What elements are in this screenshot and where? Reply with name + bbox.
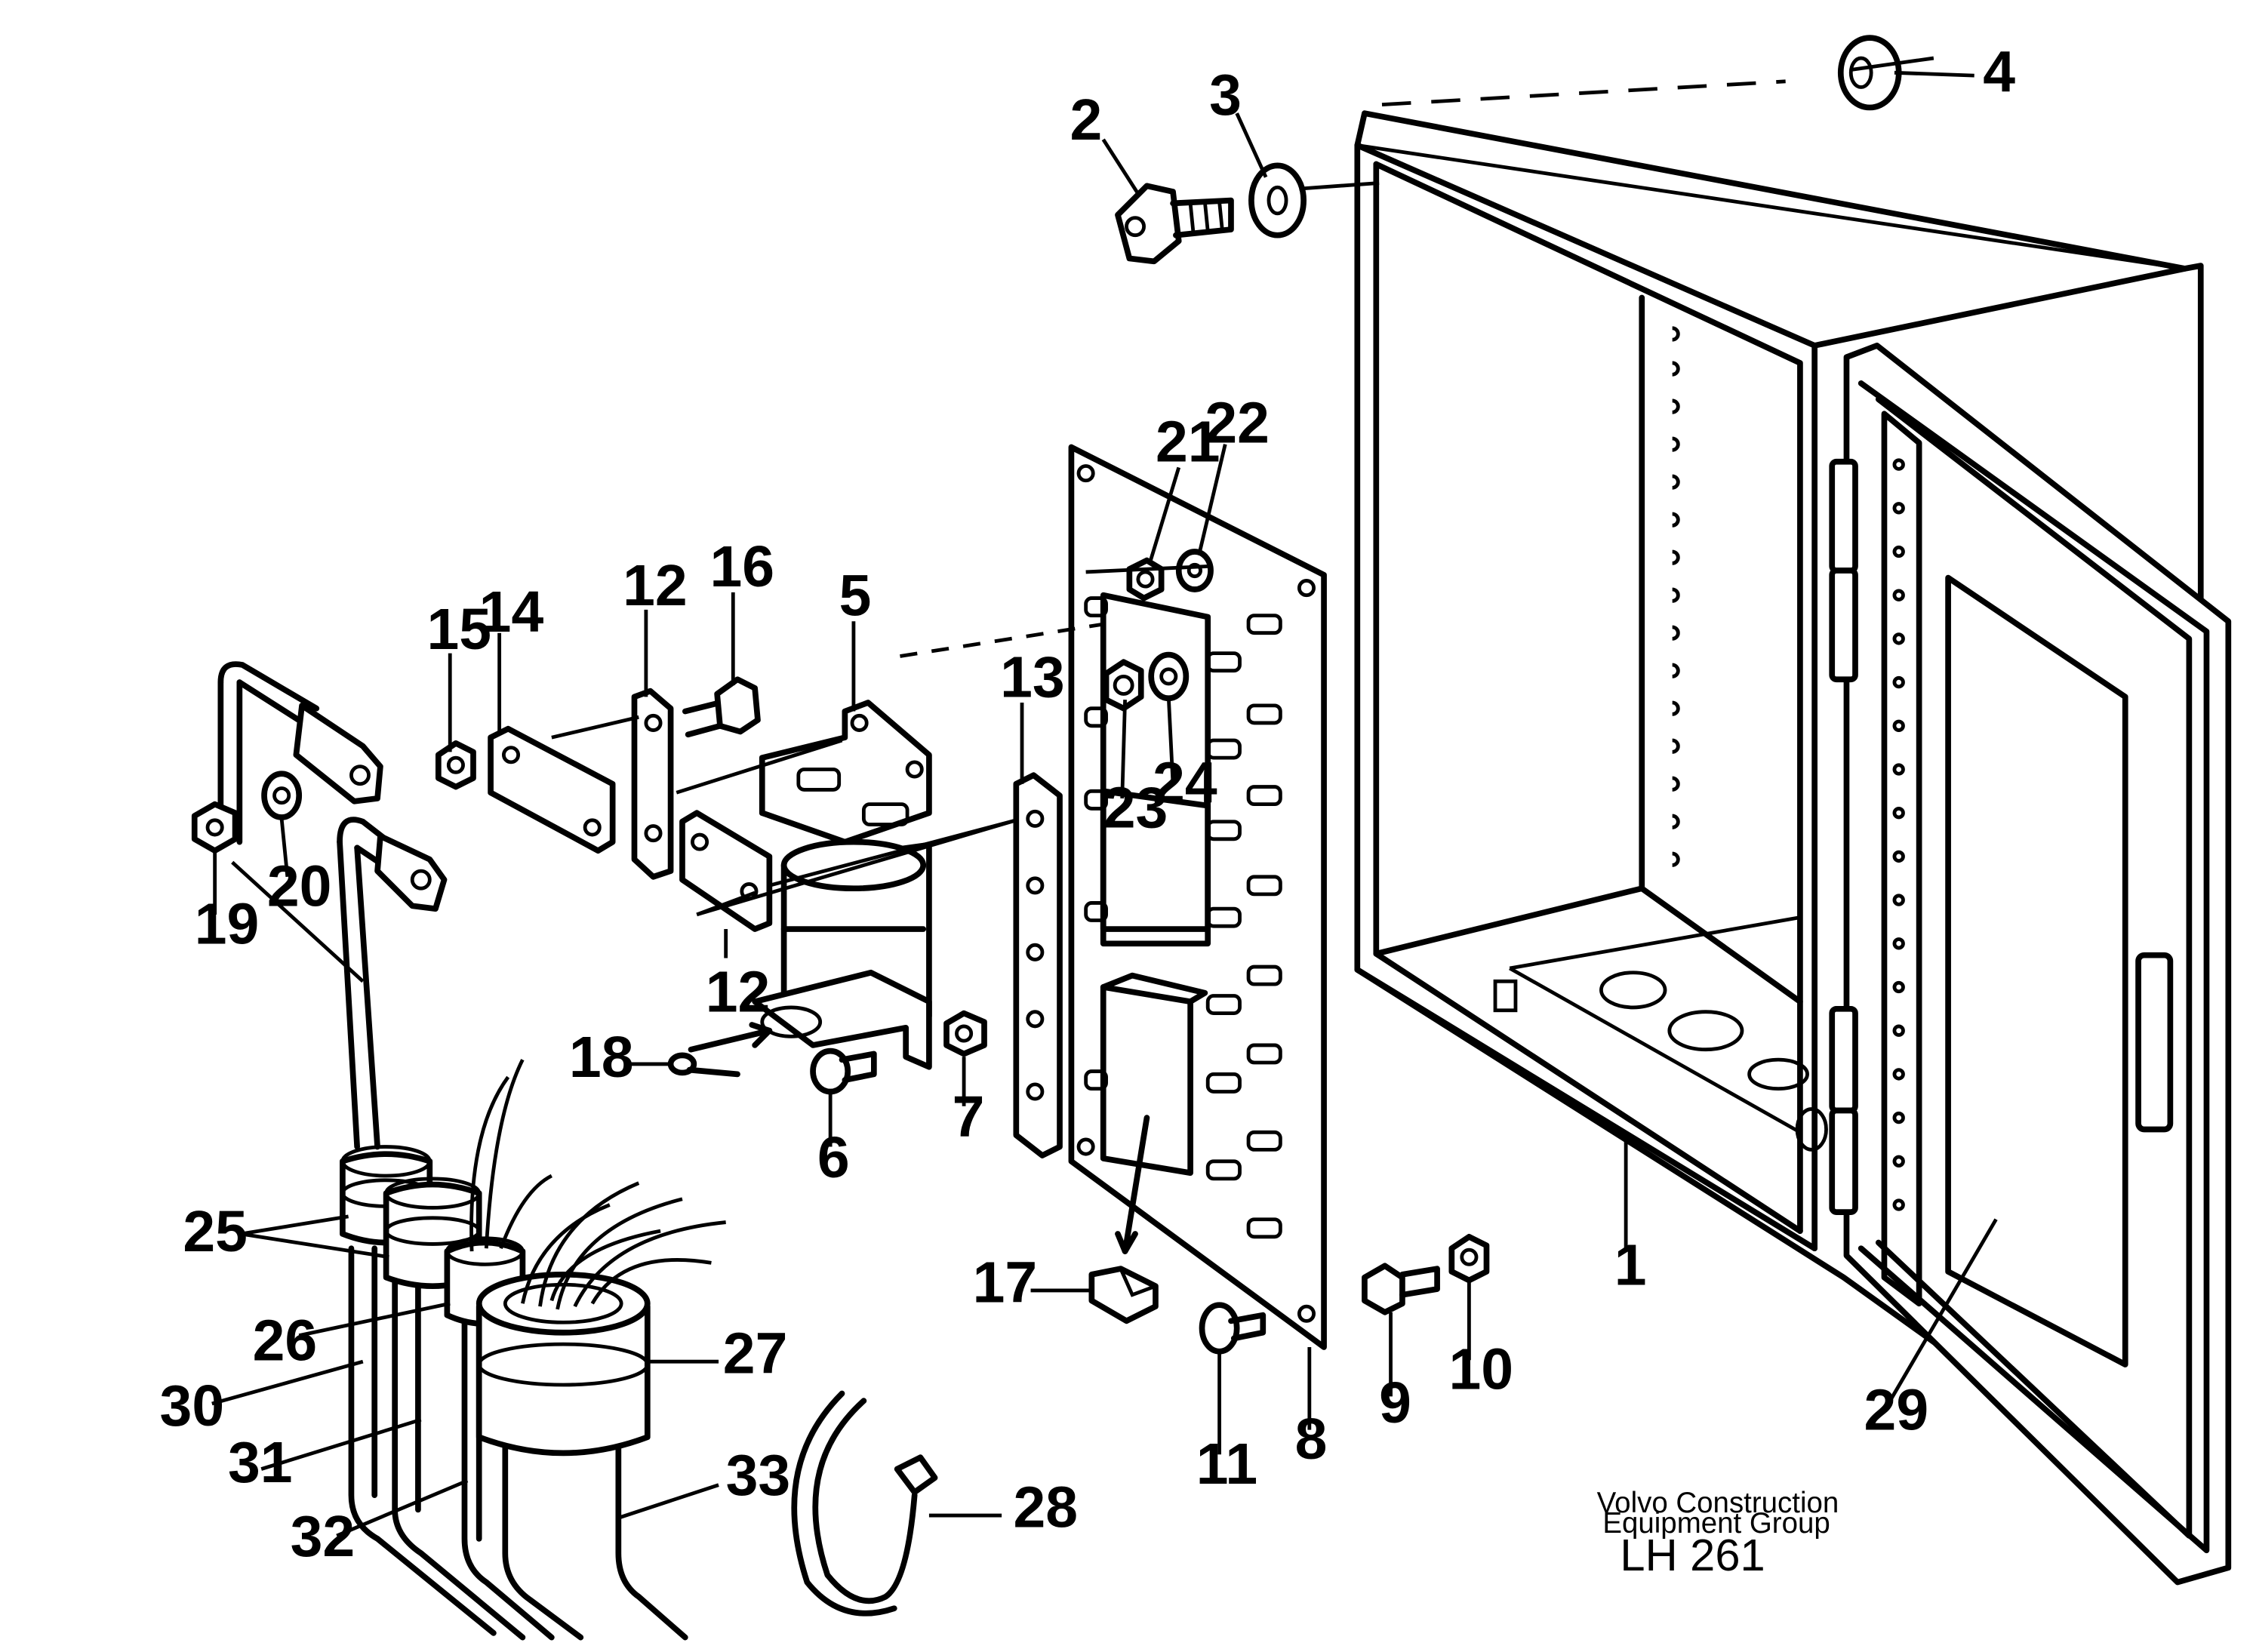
- callout-8: 8: [1295, 1407, 1328, 1472]
- callout-7: 7: [953, 1084, 985, 1149]
- callout-6: 6: [817, 1125, 850, 1190]
- cable-lug-upper: [217, 661, 383, 845]
- nut-10: [1448, 1233, 1490, 1284]
- drawing-code: LH 261: [1620, 1530, 1765, 1580]
- callout-9: 9: [1379, 1371, 1411, 1435]
- callout-12-lower: 12: [706, 960, 771, 1025]
- callout-11: 11: [1196, 1432, 1257, 1497]
- gland-27: [476, 1271, 651, 1457]
- callout-18: 18: [569, 1025, 634, 1090]
- door-hinges: [1829, 458, 1858, 1215]
- company-line-1: Volvo Construction: [1597, 1487, 1839, 1519]
- spacer-9: [1362, 1263, 1440, 1315]
- wire-bundle: [469, 1059, 726, 1310]
- callout-19: 19: [195, 891, 260, 956]
- callout-31: 31: [228, 1430, 293, 1495]
- callout-14: 14: [479, 580, 544, 644]
- callout-27: 27: [723, 1321, 788, 1386]
- callout-15: 15: [426, 597, 491, 662]
- callout-24: 24: [1153, 751, 1217, 816]
- callout-10: 10: [1448, 1337, 1513, 1402]
- cabinet-door: [1829, 343, 2232, 1586]
- door-holes: [1892, 458, 1905, 1211]
- callout-4: 4: [1983, 39, 2015, 104]
- nut-21: [1126, 557, 1165, 601]
- callout-21: 21: [1156, 410, 1220, 475]
- drawing-footer: Volvo Construction Equipment Group LH 26…: [1597, 1487, 1839, 1580]
- callout-33: 33: [726, 1443, 791, 1508]
- nut-19: [191, 801, 239, 854]
- callout-16: 16: [710, 534, 775, 599]
- leader-lines: [211, 56, 1998, 1538]
- callout-28: 28: [1013, 1475, 1078, 1540]
- callout-23: 23: [1103, 775, 1168, 840]
- washer-20: [261, 771, 303, 820]
- cable-lug-lower: [337, 817, 448, 1150]
- screw-6: [810, 1047, 877, 1095]
- callout-25: 25: [183, 1199, 248, 1264]
- callout-26: 26: [253, 1308, 318, 1373]
- link-bar-13: [1013, 772, 1063, 1158]
- callout-20: 20: [267, 854, 332, 918]
- callout-2: 2: [1070, 88, 1102, 152]
- washer-4: [1837, 35, 1902, 111]
- conduit-33: [502, 1390, 688, 1641]
- callouts: 1 2 3 4 5 6 7 8 9 10 11 12 12 13 14 15 1…: [160, 39, 2016, 1569]
- cabinet-floor-holes: [1493, 971, 1828, 1152]
- nut-15: [435, 740, 476, 790]
- link-bar-14: [488, 725, 616, 854]
- company-line-2: Equipment Group: [1602, 1507, 1830, 1540]
- callout-3: 3: [1209, 63, 1242, 128]
- bolt-16: [682, 676, 761, 738]
- callout-13: 13: [1000, 644, 1065, 709]
- nut-23: [1103, 659, 1144, 712]
- callout-29: 29: [1864, 1378, 1929, 1443]
- screw-2: [1115, 183, 1234, 265]
- callout-12-upper: 12: [623, 553, 688, 618]
- terminal-studs: [1084, 596, 1282, 1239]
- callout-22: 22: [1205, 391, 1270, 456]
- cable-tie-28: [791, 1390, 938, 1617]
- relay-bracket-5: [752, 700, 932, 1070]
- cabinet-mounting-holes: [1672, 326, 1680, 867]
- callout-30: 30: [160, 1374, 225, 1438]
- washer-3: [1248, 162, 1307, 238]
- callout-17: 17: [973, 1250, 1038, 1315]
- link-bar-12-upper: [631, 688, 674, 880]
- nut-7: [943, 1010, 987, 1057]
- washer-22: [1175, 549, 1214, 592]
- washer-24: [1148, 651, 1190, 702]
- fuse-17: [1088, 1266, 1159, 1324]
- screw-11: [1199, 1302, 1267, 1355]
- pin-18: [667, 1022, 773, 1078]
- callout-32: 32: [291, 1504, 355, 1569]
- link-bar-12-lower: [679, 810, 773, 932]
- callout-1: 1: [1614, 1232, 1647, 1297]
- callout-5: 5: [839, 564, 872, 629]
- conduit-30: [348, 1245, 497, 1636]
